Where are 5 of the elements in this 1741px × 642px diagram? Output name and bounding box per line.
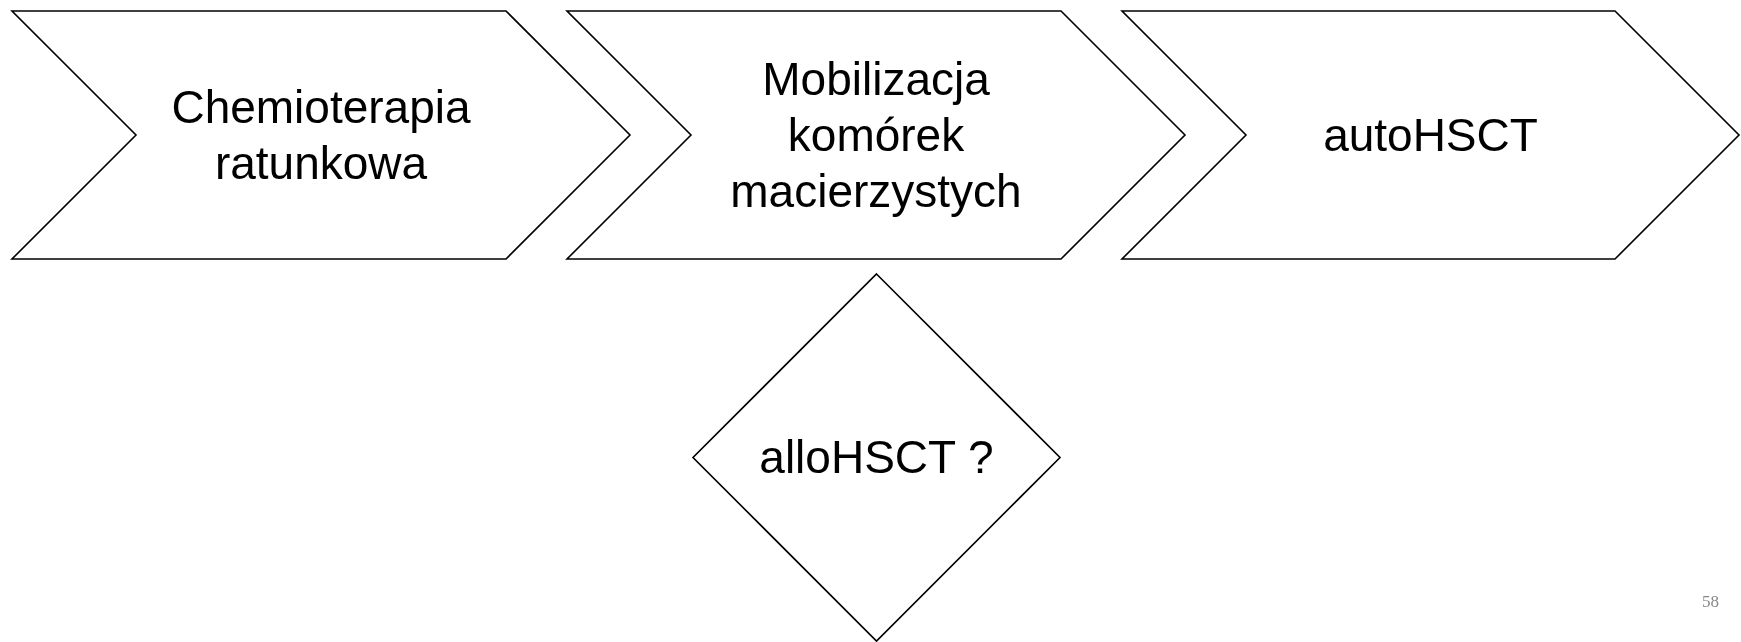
step-label: Chemioterapia ratunkowa bbox=[170, 79, 472, 191]
step-label: autoHSCT bbox=[1323, 107, 1538, 163]
decision-label: alloHSCT ? bbox=[759, 430, 994, 486]
page-number: 58 bbox=[1702, 592, 1719, 612]
step-label: Mobilizacja komórek macierzystych bbox=[729, 51, 1023, 220]
